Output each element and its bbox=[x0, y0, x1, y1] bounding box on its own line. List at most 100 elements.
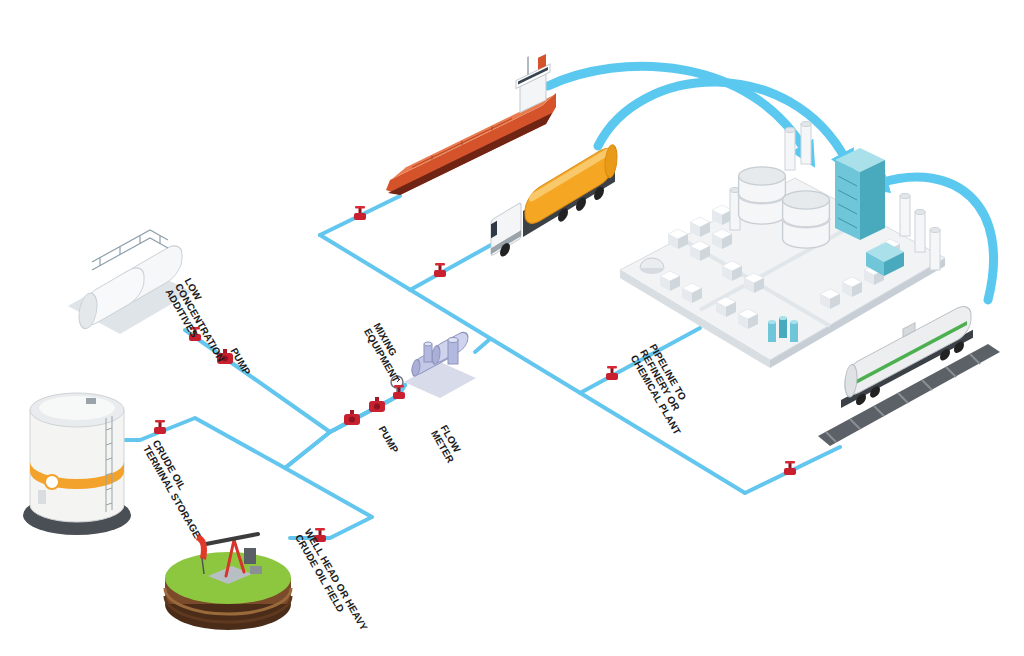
refinery-plant bbox=[779, 318, 787, 338]
rail-tank-car bbox=[849, 321, 967, 388]
equipment-node: LOW CONCENTRATION ADDITIVES bbox=[70, 245, 185, 330]
tanker-ship bbox=[491, 126, 492, 130]
tanker-ship bbox=[538, 54, 546, 70]
refinery-plant bbox=[690, 241, 710, 261]
valve bbox=[393, 385, 405, 399]
refinery-plant bbox=[668, 229, 688, 249]
refinery-plant bbox=[739, 167, 786, 224]
equipment-callout: PUMP bbox=[228, 346, 258, 386]
mixing-equipment bbox=[424, 344, 432, 362]
refinery-plant bbox=[680, 216, 870, 326]
valve bbox=[784, 461, 796, 475]
equipment-node: WELL HEAD OR HEAVY CRUDE OIL FIELD bbox=[165, 525, 290, 625]
rail-tank-car bbox=[874, 406, 884, 416]
oil-field bbox=[165, 552, 291, 604]
refinery-plant bbox=[842, 277, 862, 297]
additive-tanks bbox=[99, 258, 100, 266]
refinery-plant bbox=[838, 190, 857, 200]
refinery-plant bbox=[779, 316, 787, 320]
tanker-ship bbox=[386, 93, 556, 202]
refinery-plant bbox=[739, 167, 786, 224]
additive-tanks bbox=[79, 289, 97, 333]
crude-oil-tank bbox=[112, 416, 113, 510]
refinery-plant bbox=[660, 271, 680, 291]
refinery-plant bbox=[866, 252, 884, 276]
tanker-ship bbox=[518, 67, 548, 85]
equipment-callout: PIPELINE TO REFINERY OR CHEMICAL PLANT bbox=[628, 342, 707, 445]
refinery-plant bbox=[790, 322, 798, 342]
refinery-plant bbox=[838, 204, 857, 214]
refinery-plant bbox=[712, 229, 732, 249]
pump bbox=[369, 397, 385, 412]
pump bbox=[344, 410, 360, 425]
rail-tank-car bbox=[946, 367, 956, 377]
tanker-ship bbox=[386, 43, 556, 202]
valve bbox=[606, 366, 618, 380]
pipe bbox=[320, 196, 400, 235]
refinery-plant bbox=[884, 252, 904, 276]
tank-truck bbox=[558, 206, 568, 224]
oil-field bbox=[165, 534, 291, 630]
rail-tank-car bbox=[856, 392, 866, 407]
additive-tanks bbox=[139, 236, 140, 244]
oil-field bbox=[208, 566, 252, 584]
rail-tank-car bbox=[970, 354, 980, 364]
tanker-ship bbox=[412, 116, 512, 169]
refinery-plant bbox=[620, 122, 945, 369]
rail-tank-car bbox=[954, 340, 964, 355]
tanker-ship bbox=[461, 141, 462, 145]
crude-oil-tank bbox=[30, 393, 124, 427]
oil-field bbox=[234, 540, 244, 572]
tanker-ship bbox=[431, 156, 432, 160]
valve bbox=[154, 420, 166, 434]
oil-field bbox=[226, 540, 234, 576]
refinery-plant bbox=[690, 217, 710, 237]
rail-tank-car bbox=[870, 384, 880, 399]
crude-oil-tank bbox=[106, 488, 112, 490]
refinery-plant bbox=[716, 297, 736, 317]
equipment-callout: FLOW METER bbox=[429, 423, 468, 469]
crude-oil-tank bbox=[106, 418, 107, 512]
refinery-plant bbox=[838, 176, 857, 186]
additive-tanks bbox=[119, 247, 120, 255]
tank-truck bbox=[576, 195, 586, 213]
refinery-plant bbox=[801, 122, 811, 165]
equipment-label: WELL HEAD OR HEAVY CRUDE OIL FIELD bbox=[293, 527, 376, 649]
refinery-plant bbox=[900, 194, 910, 237]
valve bbox=[434, 263, 446, 277]
pipe bbox=[410, 240, 500, 290]
tank-truck bbox=[594, 184, 604, 202]
equipment-label: MIXING EQUIPMENT bbox=[362, 321, 413, 387]
mixing-equipment bbox=[448, 338, 458, 343]
refinery-plant bbox=[682, 283, 702, 303]
additive-tanks bbox=[92, 230, 168, 270]
mixing-equipment bbox=[424, 342, 432, 346]
mixing-equipment bbox=[412, 358, 420, 378]
tank-truck bbox=[491, 221, 497, 239]
oil-field bbox=[206, 534, 258, 544]
crude-oil-tank bbox=[106, 473, 112, 475]
rail-tank-car bbox=[845, 362, 857, 400]
tanker-ship bbox=[388, 113, 552, 201]
refinery-plant bbox=[785, 128, 795, 171]
tank-truck bbox=[529, 146, 611, 203]
crude-oil-tank bbox=[39, 396, 115, 420]
additive-tanks bbox=[159, 236, 160, 244]
refinery-plant bbox=[744, 273, 764, 293]
pipe bbox=[475, 339, 490, 352]
equipment-node: MIXING EQUIPMENT bbox=[405, 330, 475, 385]
rail-tank-car bbox=[898, 393, 908, 403]
valve bbox=[354, 206, 366, 220]
mixing-equipment bbox=[432, 344, 440, 366]
additive-tanks bbox=[92, 238, 168, 270]
equipment-callout: PUMP bbox=[376, 424, 406, 464]
rail-tank-car bbox=[903, 323, 915, 337]
mixing-equipment bbox=[432, 329, 468, 366]
rail-tank-car bbox=[922, 380, 932, 390]
refinery-plant bbox=[860, 160, 885, 240]
additive-tanks bbox=[68, 230, 192, 334]
pipe bbox=[745, 447, 840, 493]
